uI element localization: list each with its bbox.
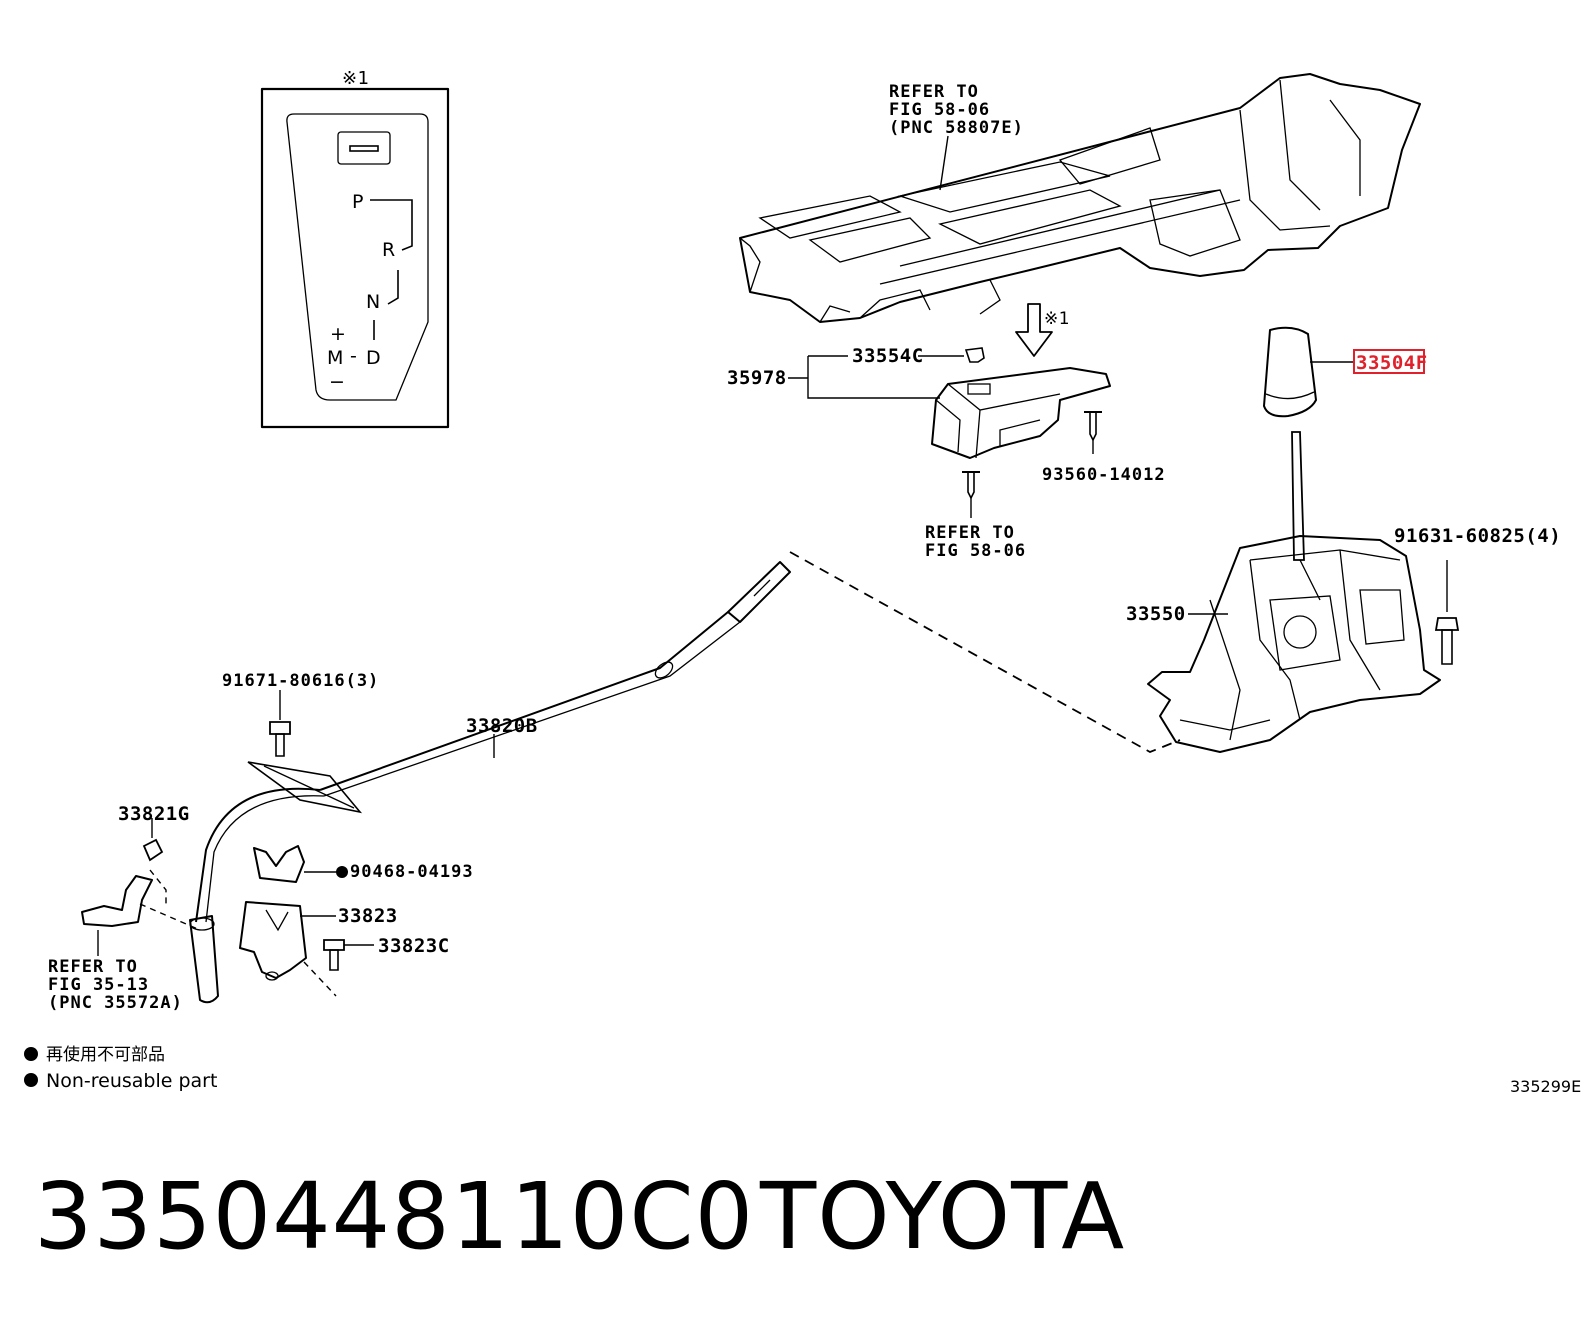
shift-lever-assembly-illustration — [1147, 431, 1460, 753]
label-33554c: 33554C — [852, 345, 924, 367]
label-91631-60825: 91631-60825(4) — [1394, 525, 1561, 547]
shift-cable-illustration — [189, 561, 791, 1004]
footer-brand: TOYOTA — [759, 1163, 1125, 1270]
shift-knob-illustration — [1263, 326, 1354, 418]
label-91671-80616: 91671-80616(3) — [222, 671, 379, 691]
legend: 再使用不可部品 Non-reusable part — [24, 1044, 217, 1092]
gate-n: N — [366, 291, 381, 313]
gate-minus: − — [329, 371, 345, 393]
svg-text:FIG 58-06: FIG 58-06 — [889, 100, 990, 120]
svg-text:(PNC 58807E): (PNC 58807E) — [889, 118, 1024, 138]
note-1-label: ※1 — [1044, 309, 1070, 329]
refer-left: REFER TO FIG 35-13 (PNC 35572A) — [48, 957, 183, 1013]
label-33550: 33550 — [1126, 603, 1186, 625]
bracket-nut-illustration — [81, 818, 201, 956]
svg-text:FIG 58-06: FIG 58-06 — [925, 541, 1026, 561]
svg-text:REFER TO: REFER TO — [925, 523, 1015, 543]
illustration-code: 335299E — [1510, 1077, 1581, 1096]
bracket-35978 — [788, 355, 964, 399]
label-35978: 35978 — [727, 367, 787, 389]
console-box-illustration — [739, 73, 1421, 323]
legend-en: Non-reusable part — [46, 1070, 217, 1092]
gate-plus: + — [330, 323, 346, 345]
clip-bracket-illustration — [239, 845, 374, 997]
gate-d: D — [366, 347, 381, 369]
svg-text:REFER TO: REFER TO — [48, 957, 138, 977]
svg-text:FIG 35-13: FIG 35-13 — [48, 975, 149, 995]
refer-mid: REFER TO FIG 58-06 — [925, 523, 1026, 561]
gate-r: R — [382, 239, 396, 261]
label-33823: 33823 — [338, 905, 398, 927]
footer-part-number: 3350448110C0 — [34, 1163, 754, 1270]
refer-top: REFER TO FIG 58-06 (PNC 58807E) — [889, 82, 1024, 138]
label-33823c: 33823C — [378, 935, 450, 957]
arrow-note-1: ※1 — [1015, 303, 1070, 357]
label-93560-14012: 93560-14012 — [1042, 465, 1166, 485]
gate-dash: - — [350, 345, 357, 367]
position-indicator-illustration — [931, 347, 1111, 518]
svg-text:(PNC 35572A): (PNC 35572A) — [48, 993, 183, 1013]
svg-text:REFER TO: REFER TO — [889, 82, 979, 102]
gate-p: P — [352, 191, 364, 213]
label-90468-04193: 90468-04193 — [350, 862, 474, 882]
shift-gate-inset: ※1 P R N + M - D − — [260, 68, 450, 429]
label-33504f: 33504F — [1356, 352, 1428, 374]
routing-dashed-line — [789, 551, 1181, 753]
label-33820b: 33820B — [466, 715, 538, 737]
part-33504f-highlight: 33504F — [1353, 349, 1428, 374]
inset-note-mark: ※1 — [342, 68, 370, 89]
legend-jp: 再使用不可部品 — [46, 1044, 165, 1065]
gate-m: M — [327, 347, 344, 369]
label-33821g: 33821G — [118, 803, 190, 825]
